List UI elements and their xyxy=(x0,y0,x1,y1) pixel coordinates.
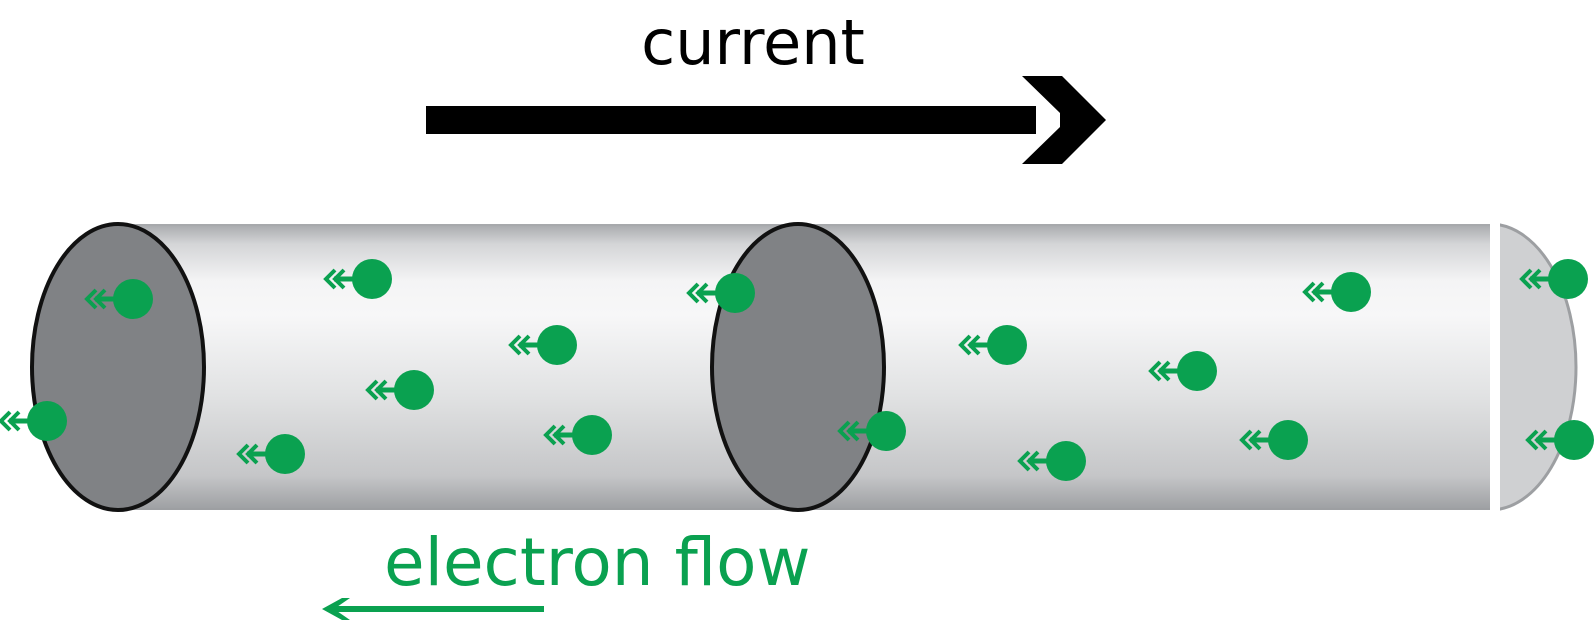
electron-flow-arrow xyxy=(322,598,544,620)
electron-icon xyxy=(715,273,755,313)
double-chevron-left-icon xyxy=(543,424,566,446)
electron-flow-label: electron flow xyxy=(384,524,811,601)
electron xyxy=(1519,259,1588,299)
electron-icon xyxy=(1177,351,1217,391)
double-chevron-left-icon xyxy=(365,379,388,401)
double-chevron-left-icon xyxy=(1148,360,1171,382)
double-chevron-left-icon xyxy=(236,443,259,465)
electron xyxy=(837,411,906,451)
electron-icon xyxy=(394,370,434,410)
electron xyxy=(236,434,305,474)
current-label: current xyxy=(641,6,865,79)
double-chevron-left-icon xyxy=(1239,429,1262,451)
electron xyxy=(1017,441,1086,481)
double-chevron-left-icon xyxy=(837,420,860,442)
electron-icon xyxy=(27,401,67,441)
electrons xyxy=(0,259,1594,481)
electron xyxy=(1525,420,1594,460)
electron xyxy=(508,325,577,365)
electron-icon xyxy=(113,279,153,319)
right-arrow-icon xyxy=(1022,76,1106,164)
electron-icon xyxy=(987,325,1027,365)
electron-icon xyxy=(1554,420,1594,460)
wire xyxy=(30,222,1578,512)
double-chevron-left-icon xyxy=(1302,281,1325,303)
double-chevron-left-icon xyxy=(508,334,531,356)
electron xyxy=(543,415,612,455)
electron xyxy=(1148,351,1217,391)
current-arrow xyxy=(426,76,1106,164)
electron xyxy=(365,370,434,410)
double-chevron-left-icon xyxy=(1525,429,1548,451)
double-chevron-left-icon xyxy=(0,410,21,432)
electron-icon xyxy=(1268,420,1308,460)
electron-icon xyxy=(537,325,577,365)
electron-icon xyxy=(1046,441,1086,481)
electron-icon xyxy=(352,259,392,299)
electron-icon xyxy=(265,434,305,474)
electron-icon xyxy=(1331,272,1371,312)
wire-cross-section-middle xyxy=(710,222,886,512)
electron xyxy=(1302,272,1371,312)
left-arrow-icon xyxy=(322,598,350,620)
electron-icon xyxy=(866,411,906,451)
electron-icon xyxy=(572,415,612,455)
double-chevron-left-icon xyxy=(84,288,107,310)
electron-icon xyxy=(1548,259,1588,299)
electron xyxy=(686,273,755,313)
electron xyxy=(84,279,153,319)
double-chevron-left-icon xyxy=(1017,450,1040,472)
double-chevron-left-icon xyxy=(958,334,981,356)
wire-cross-section-left xyxy=(30,222,206,512)
electron xyxy=(0,401,67,441)
double-chevron-left-icon xyxy=(323,268,346,290)
electron xyxy=(1239,420,1308,460)
double-chevron-left-icon xyxy=(1519,268,1542,290)
electron xyxy=(958,325,1027,365)
double-chevron-left-icon xyxy=(686,282,709,304)
electron xyxy=(323,259,392,299)
